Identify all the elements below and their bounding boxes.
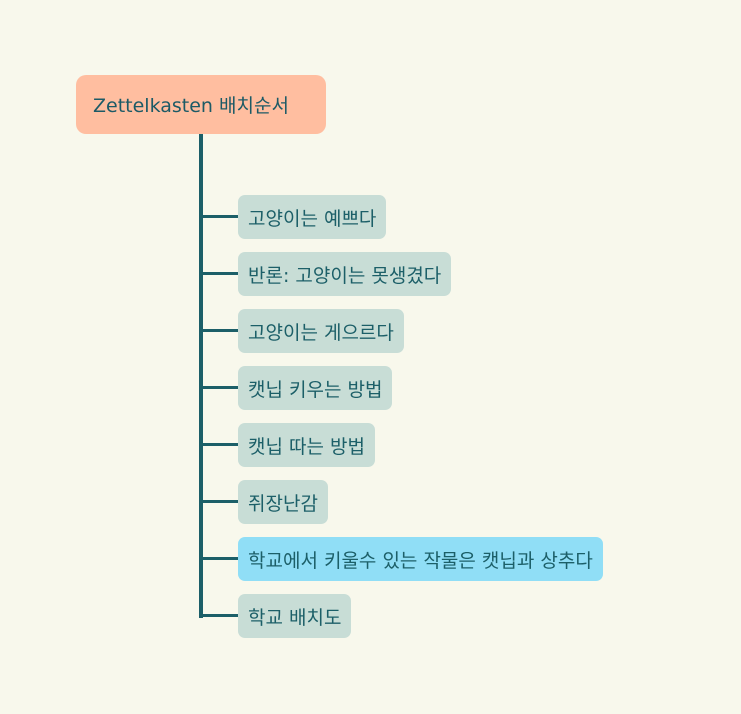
connector-branch-4 bbox=[199, 386, 239, 389]
connector-branch-3 bbox=[199, 329, 239, 332]
child-topic-4[interactable]: 캣닙 키우는 방법 bbox=[238, 366, 393, 410]
child-topic-7-selected[interactable]: 학교에서 키울수 있는 작물은 캣닙과 상추다 bbox=[238, 537, 603, 581]
connector-branch-1 bbox=[199, 215, 239, 218]
child-topic-label: 학교에서 키울수 있는 작물은 캣닙과 상추다 bbox=[248, 549, 593, 572]
child-topic-label: 캣닙 키우는 방법 bbox=[248, 378, 383, 401]
connector-branch-7 bbox=[199, 557, 239, 560]
child-topic-8[interactable]: 학교 배치도 bbox=[238, 594, 352, 638]
connector-branch-2 bbox=[199, 272, 239, 275]
child-topic-label: 고양이는 게으르다 bbox=[248, 321, 394, 344]
child-topic-2[interactable]: 반론: 고양이는 못생겼다 bbox=[238, 252, 452, 296]
child-topic-3[interactable]: 고양이는 게으르다 bbox=[238, 309, 404, 353]
child-topic-label: 고양이는 예쁘다 bbox=[248, 207, 377, 230]
connector-branch-8 bbox=[199, 614, 239, 617]
child-topic-6[interactable]: 쥐장난감 bbox=[238, 480, 328, 524]
root-topic-label: Zettelkasten 배치순서 bbox=[93, 95, 289, 117]
child-topic-label: 캣닙 따는 방법 bbox=[248, 435, 365, 458]
root-topic[interactable]: Zettelkasten 배치순서 bbox=[76, 75, 326, 134]
child-topic-label: 쥐장난감 bbox=[248, 492, 318, 515]
connector-spine bbox=[199, 134, 203, 618]
connector-branch-5 bbox=[199, 443, 239, 446]
child-topic-5[interactable]: 캣닙 따는 방법 bbox=[238, 423, 375, 467]
child-topic-label: 반론: 고양이는 못생겼다 bbox=[248, 264, 442, 287]
child-topic-1[interactable]: 고양이는 예쁘다 bbox=[238, 195, 387, 239]
child-topic-label: 학교 배치도 bbox=[248, 606, 342, 629]
connector-branch-6 bbox=[199, 500, 239, 503]
